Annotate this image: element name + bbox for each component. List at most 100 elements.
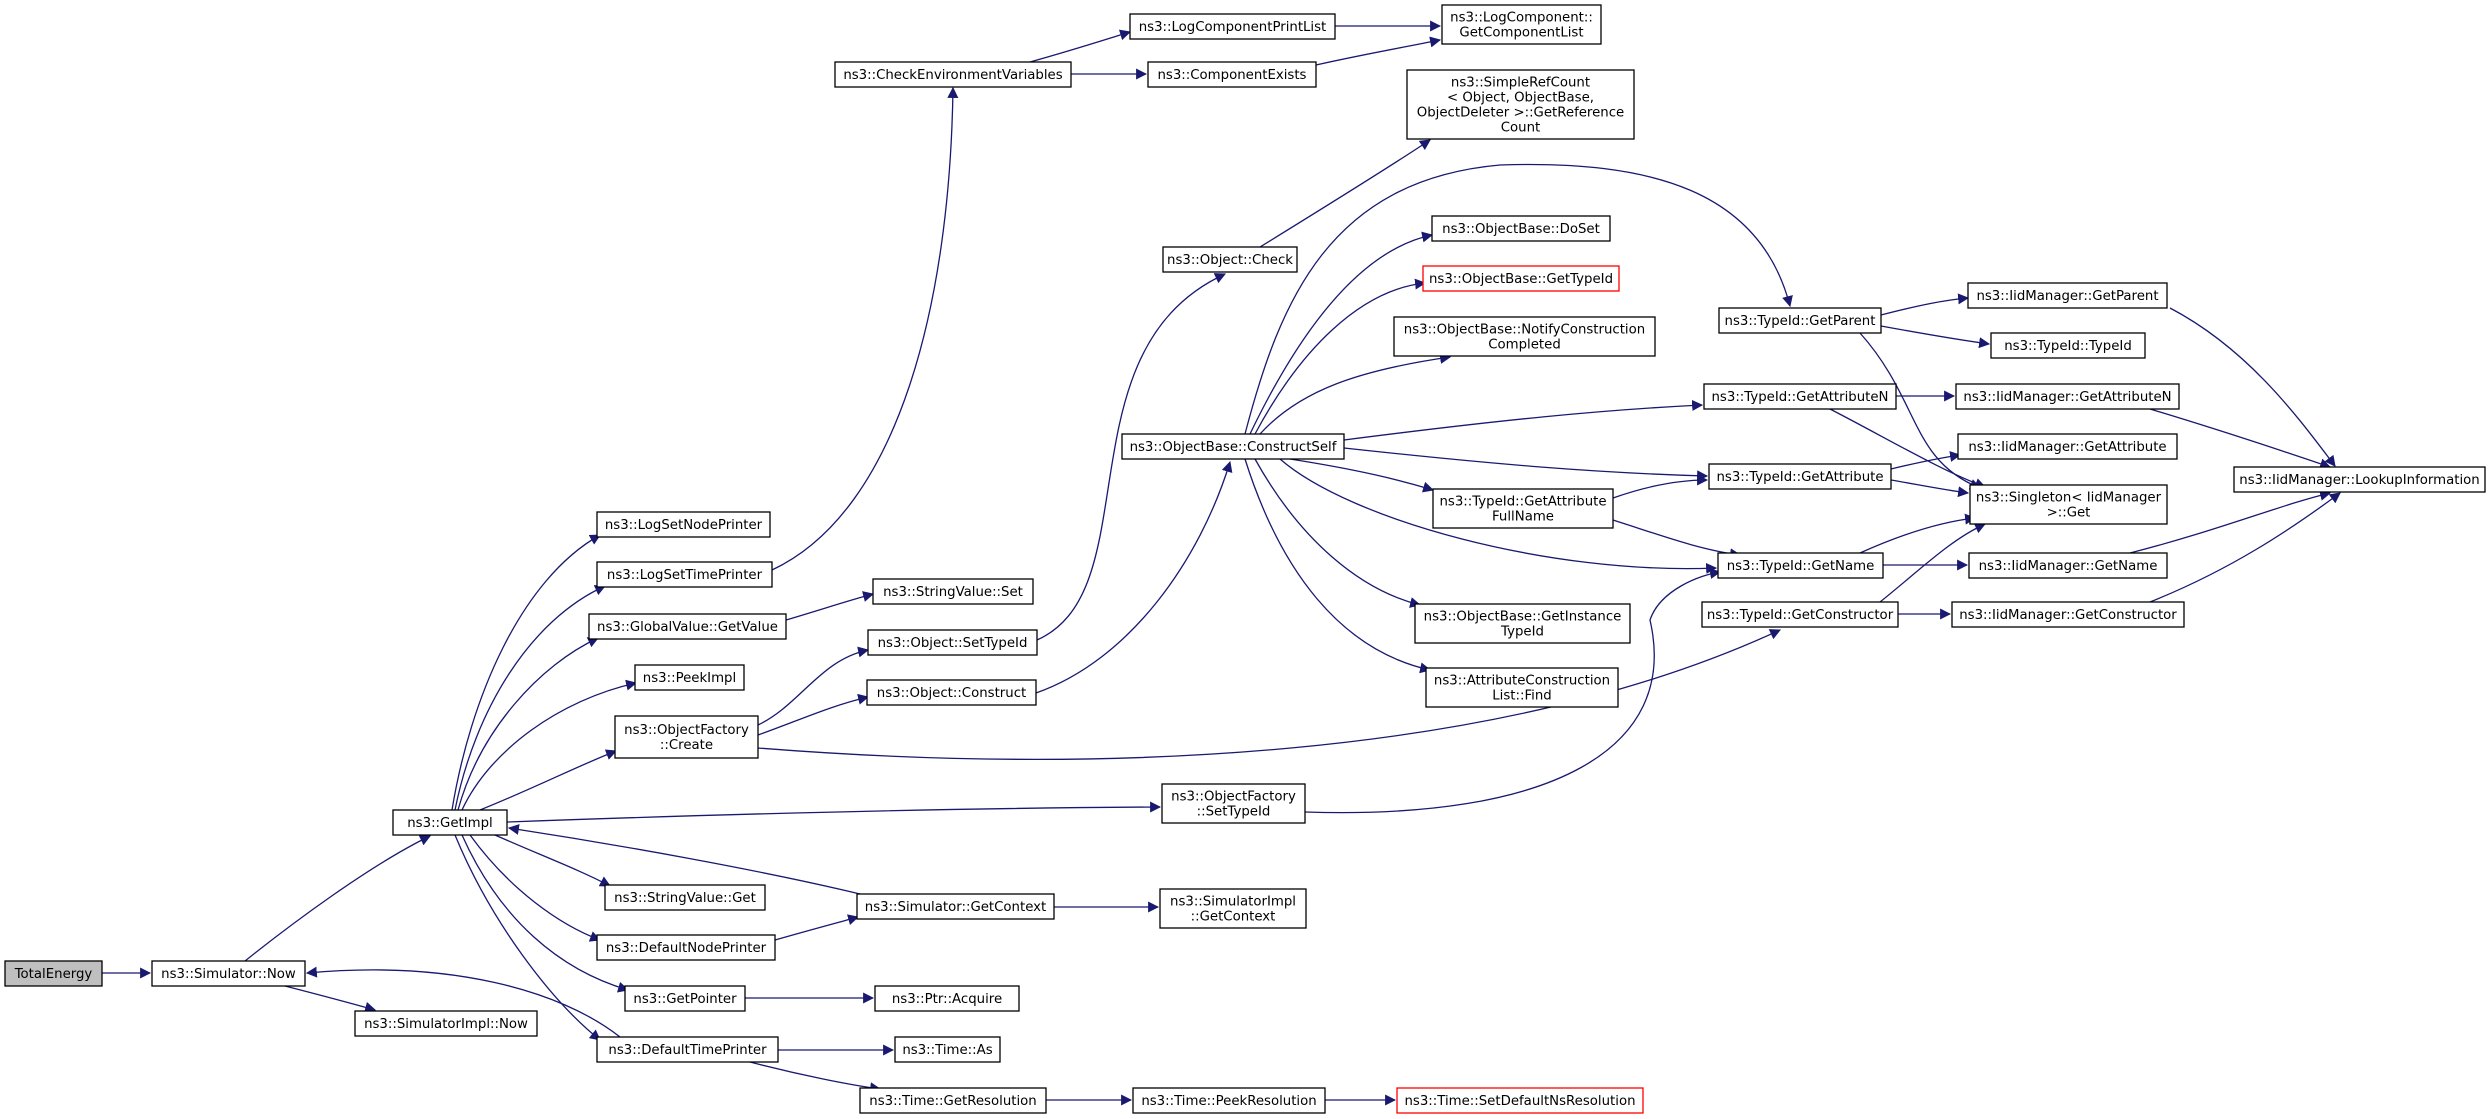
node-log-component-get-list[interactable]: ns3::LogComponent::GetComponentList — [1441, 4, 1602, 45]
edge-type_id_get_constructor-to-singleton_get — [1879, 523, 1987, 603]
node-box — [1441, 4, 1602, 45]
node-label: ns3::Object::Construct — [877, 686, 1026, 701]
node-get-pointer[interactable]: ns3::GetPointer — [624, 985, 746, 1012]
node-box — [354, 1010, 538, 1037]
node-type-id-get-name[interactable]: ns3::TypeId::GetName — [1717, 552, 1884, 579]
node-iid-manager-get-parent[interactable]: ns3::IidManager::GetParent — [1967, 282, 2168, 309]
node-object-construct[interactable]: ns3::Object::Construct — [866, 679, 1037, 706]
node-object-factory-create[interactable]: ns3::ObjectFactory::Create — [614, 715, 759, 759]
node-label: ns3::GetPointer — [633, 992, 737, 1007]
node-label: ns3::AttributeConstruction — [1434, 674, 1610, 689]
node-iid-manager-get-name[interactable]: ns3::IidManager::GetName — [1968, 552, 2168, 579]
node-iid-manager-get-attribute[interactable]: ns3::IidManager::GetAttribute — [1957, 433, 2178, 460]
node-type-id-get-constructor[interactable]: ns3::TypeId::GetConstructor — [1701, 601, 1899, 628]
node-simulator-impl-now[interactable]: ns3::SimulatorImpl::Now — [354, 1010, 538, 1037]
node-box — [1414, 603, 1631, 644]
node-label: ns3::Time::SetDefaultNsResolution — [1404, 1094, 1635, 1109]
node-iid-manager-get-constructor[interactable]: ns3::IidManager::GetConstructor — [1951, 601, 2185, 628]
node-time-get-resolution[interactable]: ns3::Time::GetResolution — [859, 1087, 1047, 1114]
node-box — [1132, 1087, 1326, 1114]
node-time-peek-resolution[interactable]: ns3::Time::PeekResolution — [1132, 1087, 1326, 1114]
node-iid-manager-lookup-information[interactable]: ns3::IidManager::LookupInformation — [2233, 466, 2486, 493]
edge-get_impl-to-log_set_node_printer — [451, 534, 601, 811]
node-singleton-get[interactable]: ns3::Singleton< IidManager>::Get — [1969, 484, 2168, 525]
edge-type_id_get_attribute_full_name-to-type_id_get_name — [1612, 519, 1742, 560]
node-object-factory-set-type-id[interactable]: ns3::ObjectFactory::SetTypeId — [1161, 783, 1306, 824]
node-simulator-get-context[interactable]: ns3::Simulator::GetContext — [856, 893, 1055, 920]
edge-get_impl-to-default_node_printer — [469, 834, 602, 942]
node-box — [1406, 69, 1635, 140]
node-log-component-print-list[interactable]: ns3::LogComponentPrintList — [1129, 13, 1336, 40]
edge-iid_manager_get_parent-to-iid_manager_lookup_information — [2169, 307, 2336, 467]
node-label: ns3::ObjectFactory — [624, 723, 749, 738]
node-default-node-printer[interactable]: ns3::DefaultNodePrinter — [596, 934, 776, 961]
node-box — [867, 629, 1038, 656]
node-label: ns3::LogSetNodePrinter — [605, 518, 763, 533]
node-label: ns3::Object::Check — [1167, 253, 1293, 268]
node-box — [596, 511, 771, 538]
edge-default_time_printer-to-time_get_resolution — [749, 1061, 882, 1094]
node-string-value-set[interactable]: ns3::StringValue::Set — [872, 578, 1034, 605]
node-object-base-construct-self[interactable]: ns3::ObjectBase::ConstructSelf — [1121, 433, 1345, 460]
node-label: ns3::IidManager::GetAttribute — [1968, 440, 2166, 455]
edge-object_base_construct_self-to-type_id_get_parent — [1244, 163, 1793, 435]
node-ptr-acquire[interactable]: ns3::Ptr::Acquire — [874, 985, 1020, 1012]
node-type-id-get-parent[interactable]: ns3::TypeId::GetParent — [1718, 307, 1882, 334]
node-box — [1990, 332, 2146, 359]
edge-object_check-to-simple_ref_count — [1259, 139, 1431, 248]
function-nodes: TotalEnergy ns3::Simulator::Now ns3::GetIm… — [4, 4, 2486, 1114]
edge-global_value_get_value-to-string_value_set — [785, 591, 875, 621]
node-simple-ref-count[interactable]: ns3::SimpleRefCount< Object, ObjectBase,… — [1406, 69, 1635, 140]
edge-object_base_construct_self-to-object_base_get_instance_type_id — [1254, 458, 1422, 608]
node-box — [588, 613, 787, 640]
node-type-id-get-attribute[interactable]: ns3::TypeId::GetAttribute — [1708, 463, 1892, 490]
node-total-energy: TotalEnergy — [4, 960, 103, 987]
node-simulator-impl-get-context[interactable]: ns3::SimulatorImpl::GetContext — [1159, 888, 1307, 929]
node-label: ns3::Object::SetTypeId — [878, 636, 1028, 651]
node-default-time-printer[interactable]: ns3::DefaultTimePrinter — [596, 1036, 779, 1063]
node-box — [1969, 484, 2168, 525]
node-label: ns3::TypeId::TypeId — [2004, 339, 2132, 354]
edge-get_impl-to-peek_impl — [461, 679, 638, 811]
node-string-value-get[interactable]: ns3::StringValue::Get — [604, 884, 766, 911]
edge-type_id_get_attribute_full_name-to-type_id_get_attribute — [1612, 474, 1709, 499]
node-object-base-get-type-id[interactable]: ns3::ObjectBase::GetTypeId — [1422, 265, 1620, 292]
node-log-set-time-printer[interactable]: ns3::LogSetTimePrinter — [596, 561, 773, 588]
node-time-set-default-ns-resolution[interactable]: ns3::Time::SetDefaultNsResolution — [1396, 1087, 1644, 1114]
node-box — [1703, 383, 1897, 410]
node-label: ns3::LogComponent:: — [1450, 11, 1593, 26]
edge-get_impl-to-object_factory_set_type_id — [506, 801, 1162, 823]
node-check-env-vars[interactable]: ns3::CheckEnvironmentVariables — [834, 61, 1072, 88]
node-log-set-node-printer[interactable]: ns3::LogSetNodePrinter — [596, 511, 771, 538]
node-box — [1717, 552, 1884, 579]
call-edges — [102, 20, 2341, 1106]
node-object-set-type-id[interactable]: ns3::Object::SetTypeId — [867, 629, 1038, 656]
node-object-check[interactable]: ns3::Object::Check — [1162, 246, 1298, 273]
node-label: ns3::ComponentExists — [1157, 68, 1306, 83]
edge-object_factory_create-to-type_id_get_constructor — [757, 629, 1781, 760]
node-get-impl[interactable]: ns3::GetImpl — [392, 809, 508, 836]
node-component-exists[interactable]: ns3::ComponentExists — [1147, 61, 1317, 88]
node-type-id-get-attribute-n[interactable]: ns3::TypeId::GetAttributeN — [1703, 383, 1897, 410]
node-box — [624, 985, 746, 1012]
node-time-as[interactable]: ns3::Time::As — [894, 1036, 1001, 1063]
edge-get_impl-to-get_pointer — [461, 834, 630, 993]
node-type-id-type-id[interactable]: ns3::TypeId::TypeId — [1990, 332, 2146, 359]
node-iid-manager-get-attribute-n[interactable]: ns3::IidManager::GetAttributeN — [1955, 383, 2180, 410]
node-object-base-notify[interactable]: ns3::ObjectBase::NotifyConstructionCompl… — [1393, 316, 1656, 357]
node-label: ns3::Time::As — [902, 1043, 992, 1058]
node-label: ns3::DefaultNodePrinter — [606, 941, 767, 956]
edge-get_impl-to-default_time_printer — [454, 834, 601, 1041]
node-label: ns3::TypeId::GetName — [1727, 559, 1875, 574]
edge-type_id_get_attribute-to-iid_manager_get_attribute — [1890, 451, 1962, 470]
node-label: ::Create — [660, 738, 713, 753]
node-peek-impl[interactable]: ns3::PeekImpl — [634, 664, 745, 691]
node-object-base-do-set[interactable]: ns3::ObjectBase::DoSet — [1431, 215, 1611, 242]
node-box — [1161, 783, 1306, 824]
edge-simulator_get_context-to-get_impl — [507, 824, 861, 895]
node-simulator-now[interactable]: ns3::Simulator::Now — [151, 960, 306, 987]
node-global-value-get-value[interactable]: ns3::GlobalValue::GetValue — [588, 613, 787, 640]
